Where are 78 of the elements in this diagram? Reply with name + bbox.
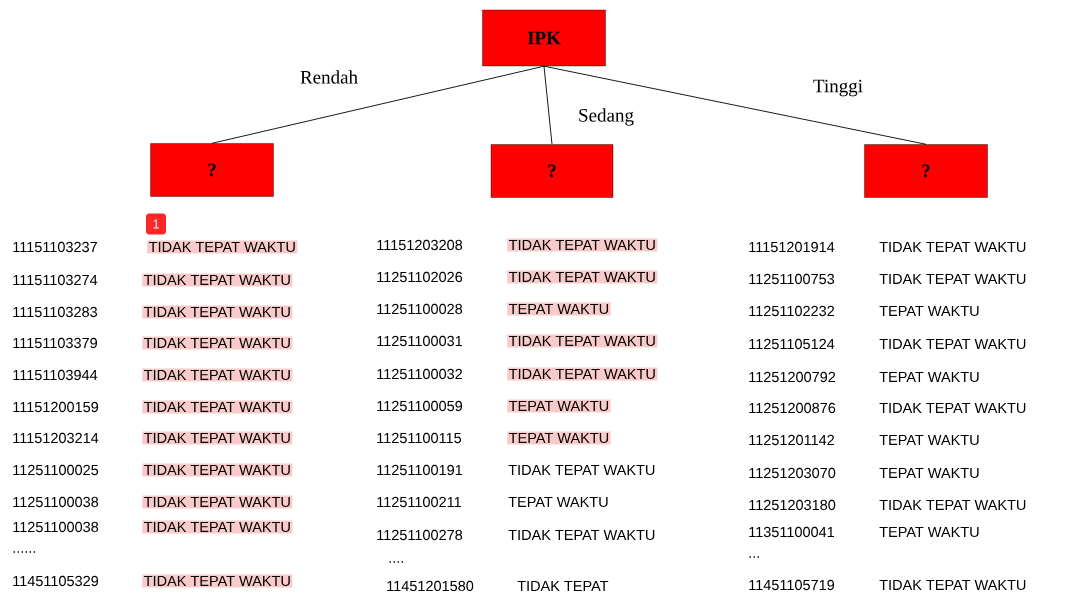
student-id: 11251100115 (377, 432, 462, 444)
student-id: 11251203180 (749, 499, 836, 511)
student-id: 11151103283 (13, 306, 98, 318)
highlighted-status: TIDAK TEPAT WAKTU (142, 273, 293, 287)
student-id: 11151103237 (13, 241, 97, 253)
student-id: 11251100191 (377, 464, 463, 476)
student-id: 11251200792 (749, 371, 836, 383)
highlighted-status: TIDAK TEPAT WAKTU (142, 336, 293, 350)
status-text: TIDAK TEPAT WAKTU (879, 402, 1026, 414)
status-text: TIDAK TEPAT WAKTU (879, 241, 1026, 253)
student-id: 11251102026 (377, 271, 463, 283)
highlighted-status: TIDAK TEPAT WAKTU (507, 270, 658, 284)
edge-label: Tinggi (813, 79, 863, 97)
decision-box: IPK (482, 9, 606, 67)
student-id: 11251100753 (749, 273, 835, 285)
highlighted-status: TIDAK TEPAT WAKTU (142, 400, 293, 414)
branch-line (543, 65, 927, 145)
number-badge: 1 (146, 213, 166, 235)
highlighted-status: TIDAK TEPAT WAKTU (507, 367, 658, 381)
status-text: TIDAK TEPAT (517, 581, 609, 591)
decision-box: ? (864, 144, 988, 198)
highlighted-status: TIDAK TEPAT WAKTU (142, 305, 293, 319)
student-id: 11251200876 (749, 402, 836, 414)
student-id: 11151103379 (13, 337, 97, 349)
student-id: 11251100031 (377, 335, 463, 347)
status-text: TEPAT WAKTU (879, 305, 979, 317)
ellipsis: ...... (13, 551, 36, 553)
student-id: 11251105124 (749, 338, 835, 350)
highlighted-status: TIDAK TEPAT WAKTU (147, 240, 298, 254)
student-id: 11251100059 (377, 400, 463, 412)
student-id: 11251100025 (13, 464, 99, 476)
decision-box: ? (490, 144, 614, 198)
student-id: 11251100278 (377, 529, 463, 541)
student-id: 11451201580 (387, 580, 474, 592)
status-text: TIDAK TEPAT WAKTU (879, 273, 1026, 285)
student-id: 11451105329 (13, 575, 99, 587)
status-text: TEPAT WAKTU (879, 371, 979, 383)
status-text: TIDAK TEPAT WAKTU (508, 464, 655, 476)
student-id: 11451105719 (749, 579, 835, 591)
decision-box: ? (150, 143, 274, 197)
student-id: 11251201142 (749, 434, 834, 446)
highlighted-status: TEPAT WAKTU (507, 431, 611, 445)
edge-label: Sedang (579, 108, 634, 126)
highlighted-status: TIDAK TEPAT WAKTU (507, 238, 658, 252)
edge-label: Rendah (300, 70, 358, 84)
highlighted-status: TIDAK TEPAT WAKTU (142, 431, 293, 445)
highlighted-status: TIDAK TEPAT WAKTU (142, 574, 293, 588)
status-text: TIDAK TEPAT WAKTU (879, 499, 1026, 511)
student-id: 11251100032 (377, 368, 462, 380)
branch-line (543, 65, 553, 145)
student-id: 11351100041 (749, 526, 835, 538)
status-text: TIDAK TEPAT WAKTU (508, 529, 655, 541)
status-text: TEPAT WAKTU (879, 434, 979, 446)
highlighted-status: TIDAK TEPAT WAKTU (142, 463, 293, 477)
highlighted-status: TIDAK TEPAT WAKTU (142, 520, 293, 534)
student-id: 11151103274 (13, 274, 98, 286)
student-id: 11151203214 (13, 432, 99, 444)
student-id: 11251100028 (377, 303, 463, 315)
student-id: 11151200159 (13, 401, 99, 413)
ellipsis: ... (749, 556, 759, 558)
highlighted-status: TIDAK TEPAT WAKTU (507, 334, 658, 348)
status-text: TIDAK TEPAT WAKTU (879, 338, 1026, 350)
status-text: TIDAK TEPAT WAKTU (879, 579, 1026, 591)
status-text: TEPAT WAKTU (508, 496, 608, 508)
student-id: 11251100211 (377, 496, 461, 508)
highlighted-status: TIDAK TEPAT WAKTU (142, 495, 293, 509)
student-id: 11251203070 (749, 467, 836, 479)
highlighted-status: TEPAT WAKTU (507, 302, 611, 316)
student-id: 11251100038 (13, 521, 99, 533)
ellipsis: .... (389, 561, 403, 563)
student-id: 11251102232 (749, 305, 834, 317)
highlighted-status: TIDAK TEPAT WAKTU (142, 368, 293, 382)
status-text: TEPAT WAKTU (879, 467, 979, 479)
student-id: 11151103944 (13, 369, 98, 381)
highlighted-status: TEPAT WAKTU (507, 399, 611, 413)
student-id: 11251100038 (13, 496, 99, 508)
branch-line (211, 65, 545, 144)
status-text: TEPAT WAKTU (879, 526, 979, 538)
